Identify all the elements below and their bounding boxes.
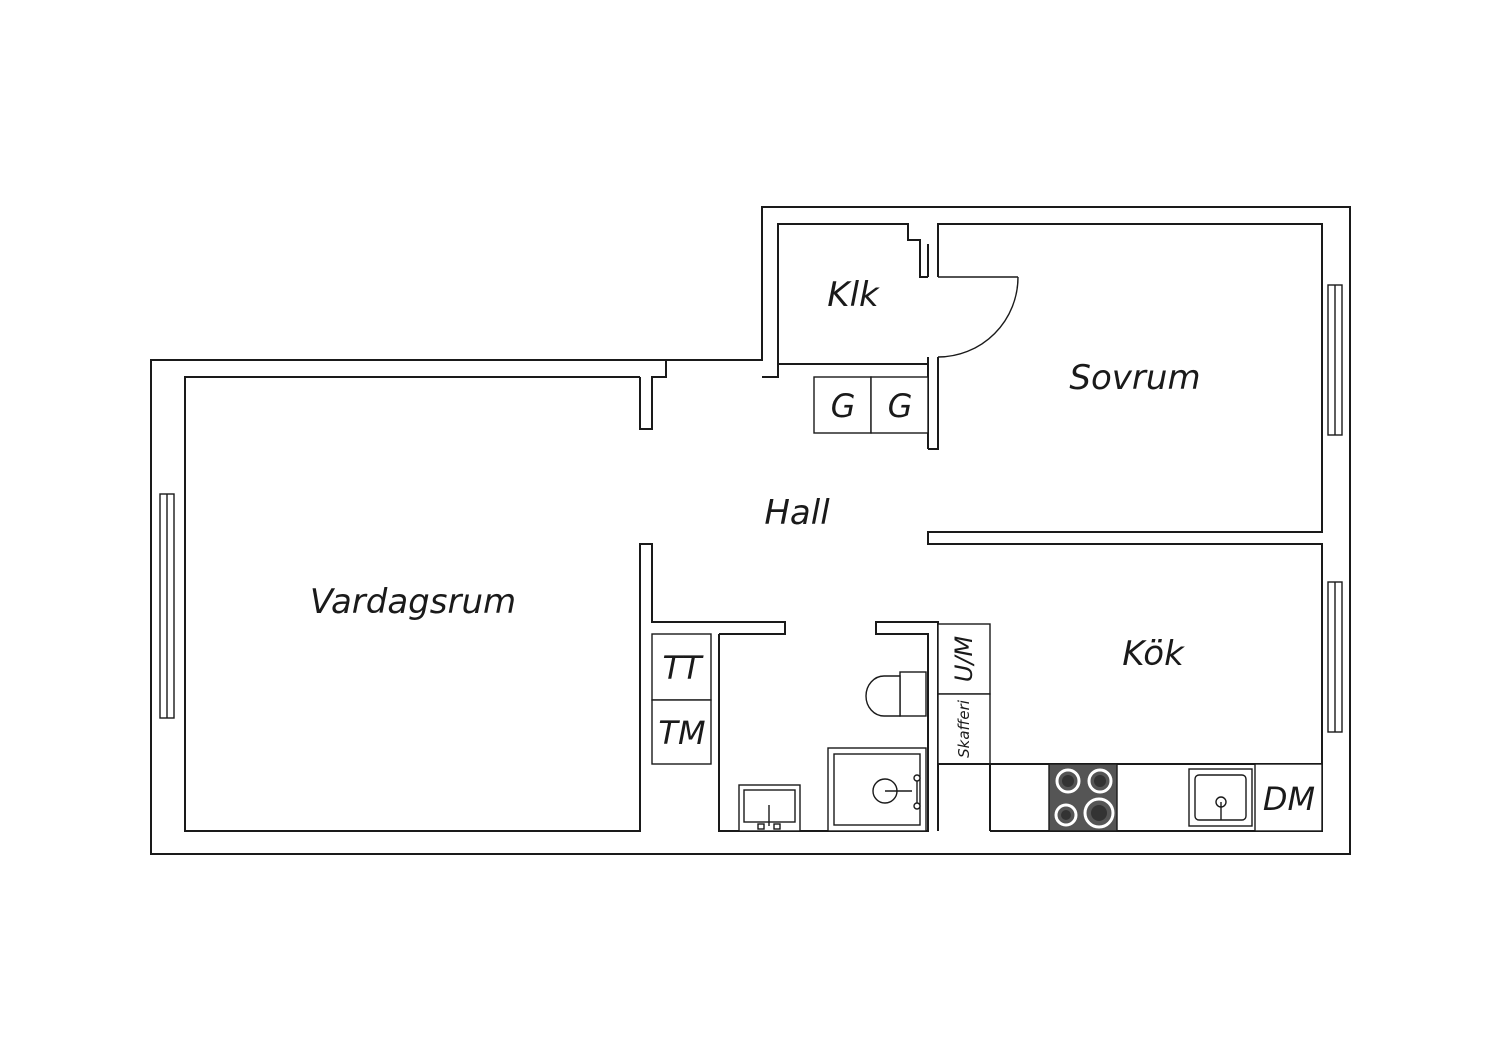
- label-dishwasher: DM: [1263, 780, 1315, 818]
- stove-icon: [1048, 763, 1118, 832]
- washer-box: [651, 699, 712, 765]
- label-pantry: Skafferi: [955, 699, 973, 758]
- door-swing: [937, 276, 1019, 358]
- windows: [159, 284, 1343, 733]
- outer-walls: [150, 206, 1351, 855]
- bathroom: [651, 621, 939, 832]
- shower-icon: [827, 747, 927, 832]
- label-washer: TM: [658, 714, 705, 752]
- kitchen-sink-icon: [1188, 768, 1253, 827]
- label-fridge: U/M: [950, 636, 978, 683]
- label-hall: Hall: [764, 493, 830, 533]
- closet-wall: [762, 223, 928, 378]
- label-kitchen: Kök: [1122, 634, 1185, 674]
- label-bedroom: Sovrum: [1069, 358, 1200, 398]
- dishwasher-box: [1254, 763, 1323, 832]
- living-room-wall-inner: [184, 376, 786, 832]
- label-living-room: Vardagsrum: [310, 582, 516, 622]
- dryer-box: [651, 633, 712, 701]
- label-wardrobe-1: G: [831, 387, 856, 425]
- fridge-box: [937, 623, 991, 695]
- pantry-box: [937, 693, 991, 765]
- washbasin-icon: [738, 784, 801, 832]
- living-room-top-stub: [639, 360, 667, 430]
- label-dryer: TT: [662, 649, 704, 687]
- label-closet: Klk: [827, 275, 880, 315]
- outer-wall-outline: [150, 206, 1351, 855]
- wardrobes: [813, 376, 929, 434]
- labels: Vardagsrum Hall Klk Sovrum Kök G G TT TM…: [310, 275, 1315, 818]
- toilet-icon: [865, 671, 927, 717]
- label-wardrobe-2: G: [888, 387, 913, 425]
- bedroom-wall: [927, 223, 1323, 832]
- kitchen-fixtures: [937, 623, 1323, 832]
